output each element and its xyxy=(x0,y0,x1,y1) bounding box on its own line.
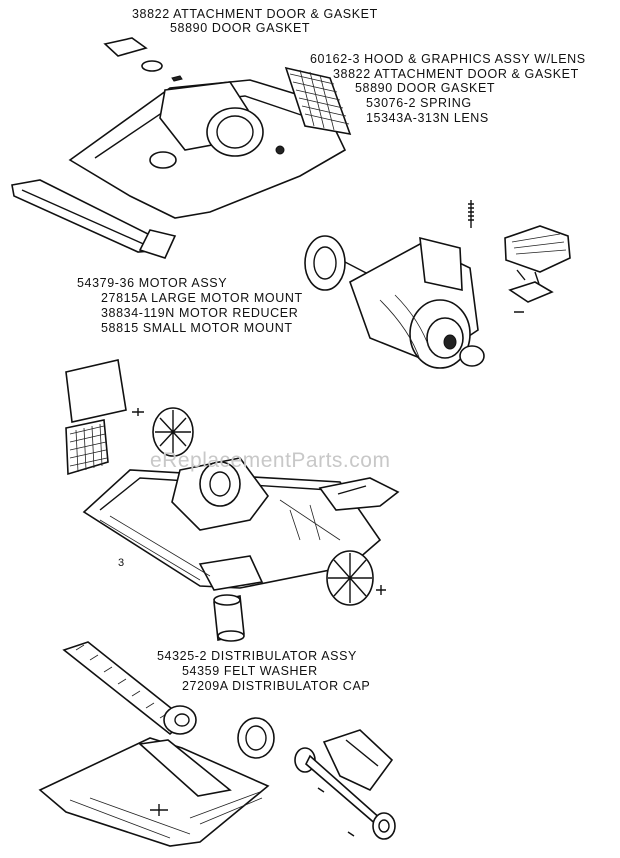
watermark: eReplacementParts.com xyxy=(150,449,391,472)
filter-part xyxy=(65,359,144,476)
label-motor-assy: 54379-36 MOTOR ASSY xyxy=(77,276,228,290)
label-door-gasket: 58890 DOOR GASKET xyxy=(170,21,311,35)
motor-reducer-part xyxy=(504,225,571,313)
callout-base-ref: 3 xyxy=(118,557,125,569)
label-attachment-door-gasket-2: 38822 ATTACHMENT DOOR & GASKET xyxy=(333,67,579,81)
label-door-gasket-2: 58890 DOOR GASKET xyxy=(355,81,496,95)
label-small-motor-mount: 58815 SMALL MOTOR MOUNT xyxy=(101,321,293,335)
label-lens: 15343A-313N LENS xyxy=(366,111,489,125)
label-felt-washer: 54359 FELT WASHER xyxy=(182,664,318,678)
label-motor-reducer: 38834-119N MOTOR REDUCER xyxy=(101,306,299,320)
base-housing-part xyxy=(82,407,400,606)
rear-axle-part xyxy=(294,729,396,840)
distributor-cap-part xyxy=(213,594,245,642)
label-hood-graphics-assy: 60162-3 HOOD & GRAPHICS ASSY W/LENS xyxy=(310,52,586,66)
attachment-door-part xyxy=(103,37,183,82)
motor-assy-part xyxy=(304,235,485,369)
label-attachment-door-gasket: 38822 ATTACHMENT DOOR & GASKET xyxy=(132,7,378,21)
hood-body-part xyxy=(11,79,347,259)
bottom-plate-part xyxy=(38,737,270,847)
label-spring: 53076-2 SPRING xyxy=(366,96,472,110)
brushroll-part xyxy=(62,641,197,736)
label-large-motor-mount: 27815A LARGE MOTOR MOUNT xyxy=(101,291,303,305)
label-distributor-cap: 27209A DISTRIBULATOR CAP xyxy=(182,679,371,693)
label-distributor-assy: 54325-2 DISTRIBULATOR ASSY xyxy=(157,649,357,663)
felt-washer-part xyxy=(237,717,275,759)
spring-part xyxy=(468,200,474,228)
lens-part xyxy=(284,66,352,136)
